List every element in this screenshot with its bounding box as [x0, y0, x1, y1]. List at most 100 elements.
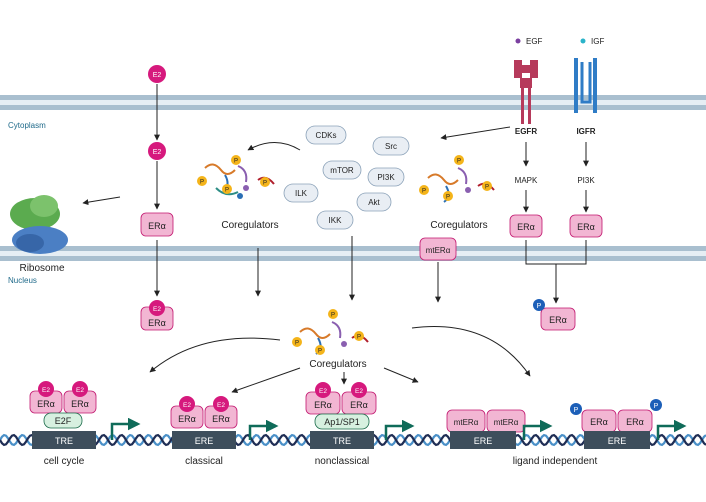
svg-text:mtERα: mtERα [494, 418, 519, 427]
mt-er-alpha-cytoplasm: mtERα [419, 237, 457, 261]
svg-text:E2: E2 [153, 306, 161, 313]
coregulators-left: P P P P Coregulators [197, 155, 279, 231]
kinase-mtor: mTOR [322, 160, 362, 180]
svg-text:CDKs: CDKs [316, 131, 337, 140]
svg-text:ERE: ERE [474, 436, 493, 446]
e2-cytoplasm: E2 [148, 142, 166, 160]
cell-cycle-label: cell cycle [44, 456, 85, 467]
svg-text:P: P [537, 303, 542, 310]
svg-text:mTOR: mTOR [330, 166, 354, 175]
mapk-label: MAPK [515, 176, 538, 185]
ribosome-label: Ribosome [19, 263, 64, 274]
er-alpha-phospho-nucleus: ERα P [533, 299, 576, 331]
egfr-label: EGFR [515, 127, 537, 136]
svg-text:ERα: ERα [71, 399, 89, 409]
svg-text:Akt: Akt [368, 198, 380, 207]
svg-text:ERα: ERα [314, 400, 332, 410]
svg-text:P: P [200, 180, 204, 186]
er-alpha-pi3k: ERα [569, 214, 603, 238]
svg-text:P: P [457, 159, 461, 165]
nuclear-membrane [0, 246, 706, 261]
cytoplasm-label: Cytoplasm [8, 121, 46, 130]
ligand-independent-label: ligand independent [513, 456, 598, 467]
svg-text:mtERα: mtERα [426, 246, 451, 255]
svg-text:ERα: ERα [590, 417, 608, 427]
svg-text:P: P [422, 189, 426, 195]
svg-text:EGF: EGF [526, 37, 543, 46]
svg-text:P: P [446, 195, 450, 201]
svg-text:ERα: ERα [212, 414, 230, 424]
svg-text:mtERα: mtERα [454, 418, 479, 427]
svg-text:E2: E2 [319, 388, 327, 395]
igf-ligand: IGF [580, 37, 604, 46]
svg-text:E2: E2 [153, 72, 162, 79]
svg-text:Ap1/SP1: Ap1/SP1 [324, 417, 360, 427]
classical-label: classical [185, 456, 223, 467]
coregulators-right: P P P P Coregulators [419, 155, 495, 231]
nonclassical-label: nonclassical [315, 456, 369, 467]
kinase-ikk: IKK [316, 210, 354, 230]
egf-ligand: EGF [515, 37, 543, 46]
coregulators-left-label: Coregulators [221, 220, 278, 231]
svg-text:IGF: IGF [591, 37, 604, 46]
svg-text:ERα: ERα [148, 318, 166, 328]
svg-text:P: P [357, 335, 361, 341]
e2-extracellular: E2 [148, 65, 166, 83]
plasma-membrane [0, 95, 706, 110]
kinase-ilk: ILK [283, 183, 319, 203]
coregulators-nucleus: P P P P Coregulators [292, 309, 369, 370]
svg-text:P: P [225, 188, 229, 194]
svg-text:P: P [295, 341, 299, 347]
svg-text:Src: Src [385, 142, 397, 151]
svg-text:ERα: ERα [517, 222, 535, 232]
svg-text:P: P [331, 313, 335, 319]
svg-text:P: P [485, 185, 489, 191]
svg-text:E2: E2 [42, 387, 50, 394]
svg-text:TRE: TRE [55, 436, 73, 446]
svg-text:P: P [654, 403, 659, 410]
svg-text:ERα: ERα [577, 222, 595, 232]
svg-text:ERE: ERE [195, 436, 214, 446]
svg-text:IKK: IKK [329, 216, 343, 225]
svg-text:ILK: ILK [295, 189, 308, 198]
svg-text:ERα: ERα [37, 399, 55, 409]
nucleus-label: Nucleus [8, 276, 37, 285]
ribosome: Ribosome [10, 195, 68, 274]
egfr-receptor: EGFR [514, 60, 538, 136]
igfr-label: IGFR [576, 127, 595, 136]
svg-text:ERα: ERα [626, 417, 644, 427]
coregulators-nucleus-label: Coregulators [309, 359, 366, 370]
svg-text:ERα: ERα [178, 414, 196, 424]
svg-text:PI3K: PI3K [377, 173, 395, 182]
svg-text:ERα: ERα [549, 315, 567, 325]
igfr-receptor: IGFR [574, 58, 597, 136]
pi3k-label: PI3K [577, 176, 595, 185]
svg-text:E2: E2 [355, 388, 363, 395]
svg-text:E2: E2 [153, 149, 162, 156]
cell-cycle-complex: E2 E2 ERα ERα E2F TRE cell cycle [29, 381, 97, 467]
er-alpha-cytoplasm: ERα [140, 212, 174, 237]
svg-text:E2: E2 [183, 402, 191, 409]
classical-complex: E2 E2 ERα ERα ERE classical [170, 396, 238, 467]
er-alpha-mapk: ERα [509, 214, 543, 238]
kinase-pi3k: PI3K [367, 167, 405, 187]
nonclassical-complex: E2 E2 ERα ERα Ap1/SP1 TRE nonclassical [305, 382, 377, 467]
kinase-cdks: CDKs [305, 125, 347, 145]
kinase-akt: Akt [356, 192, 392, 212]
svg-text:ERE: ERE [608, 436, 627, 446]
svg-text:P: P [318, 349, 322, 355]
svg-text:E2: E2 [217, 402, 225, 409]
er-alpha-e2-nucleus: E2 ERα [140, 300, 174, 331]
svg-text:TRE: TRE [333, 436, 351, 446]
coregulators-right-label: Coregulators [430, 220, 487, 231]
kinase-src: Src [372, 136, 410, 156]
svg-text:P: P [574, 407, 579, 414]
svg-text:E2F: E2F [55, 416, 72, 426]
svg-text:E2: E2 [76, 387, 84, 394]
ligand-independent-complex: mtERα mtERα ERE ERα ERα P P ERE ligand i… [446, 399, 662, 467]
svg-text:P: P [263, 181, 267, 187]
svg-text:ERα: ERα [350, 400, 368, 410]
svg-text:P: P [234, 159, 238, 165]
svg-text:ERα: ERα [148, 221, 166, 231]
